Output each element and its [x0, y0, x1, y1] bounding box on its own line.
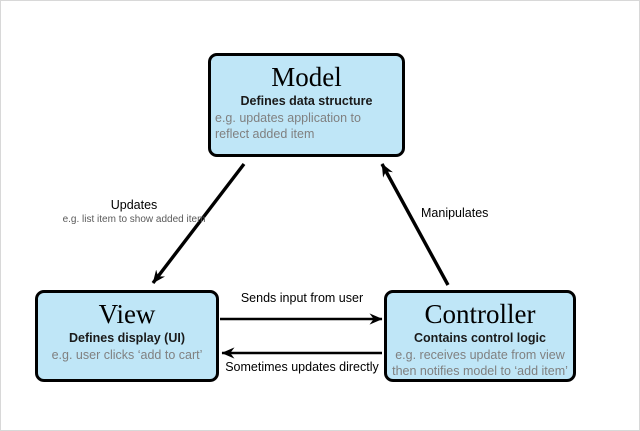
node-model-title: Model [271, 62, 342, 92]
node-controller[interactable]: Controller Contains control logic e.g. r… [384, 290, 576, 382]
edge-label-sends-input-main: Sends input from user [240, 291, 364, 305]
node-controller-example: e.g. receives update from view then noti… [392, 348, 568, 378]
arrow-model-to-view [151, 162, 246, 285]
edge-label-sometimes-updates-main: Sometimes updates directly [225, 360, 379, 374]
edge-label-updates: Updates e.g. list item to show added ite… [49, 198, 219, 226]
node-view-title: View [98, 299, 156, 329]
node-view-subtitle: Defines display (UI) [69, 331, 185, 345]
node-controller-subtitle: Contains control logic [414, 331, 546, 345]
edge-label-sends-input: Sends input from user [223, 291, 381, 306]
edge-label-manipulates-main: Manipulates [421, 206, 489, 220]
node-controller-title: Controller [424, 299, 536, 329]
node-model[interactable]: Model Defines data structure e.g. update… [208, 53, 405, 157]
arrow-controller-to-model [380, 163, 450, 286]
edge-label-updates-main: Updates [110, 198, 158, 212]
edge-label-sometimes-updates: Sometimes updates directly [213, 360, 391, 375]
edge-label-manipulates: Manipulates [421, 206, 541, 221]
node-model-subtitle: Defines data structure [240, 94, 373, 108]
node-model-example: e.g. updates application to reflect adde… [215, 111, 361, 141]
node-view-example: e.g. user clicks ‘add to cart’ [51, 348, 203, 362]
node-view[interactable]: View Defines display (UI) e.g. user clic… [35, 290, 219, 382]
edge-label-updates-sub: e.g. list item to show added item [62, 214, 206, 225]
